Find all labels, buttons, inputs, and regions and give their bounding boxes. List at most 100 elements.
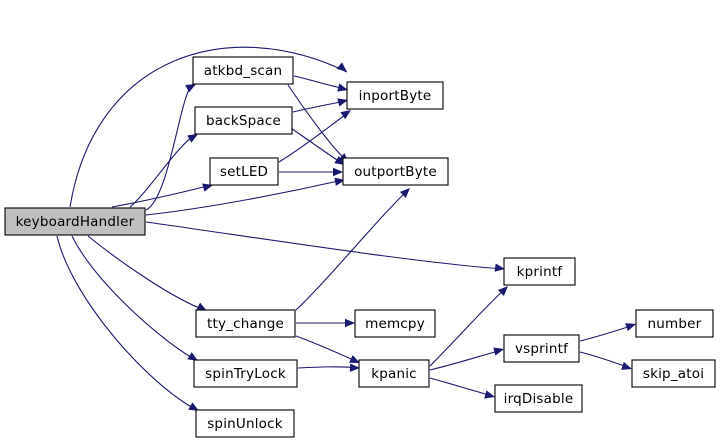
edge-line xyxy=(278,111,350,163)
edge-line xyxy=(56,235,198,411)
node-tty_change[interactable]: tty_change xyxy=(195,309,296,338)
node-irqDisable[interactable]: irqDisable xyxy=(494,384,583,413)
edge-atkbd_scan-to-inportByte xyxy=(293,75,348,92)
node-label: keyboardHandler xyxy=(16,214,135,230)
node-label: kprintf xyxy=(517,264,564,280)
node-setLED[interactable]: setLED xyxy=(209,157,279,186)
nodes-layer: keyboardHandler atkbd_scan backSpace setLED… xyxy=(4,56,716,438)
arrow-head-icon xyxy=(336,62,347,72)
node-box[interactable] xyxy=(342,157,449,186)
node-label: backSpace xyxy=(206,113,281,129)
edge-line xyxy=(295,335,359,363)
arrow-head-icon xyxy=(621,361,632,370)
edge-line xyxy=(579,324,635,342)
arrow-head-icon xyxy=(334,156,345,165)
arrow-head-icon xyxy=(349,363,360,372)
edge-keyboardHandler-to-inportByte xyxy=(69,46,348,208)
node-backSpace[interactable]: backSpace xyxy=(194,106,293,135)
edge-line xyxy=(87,235,206,311)
node-kpanic[interactable]: kpanic xyxy=(358,359,430,388)
edge-backSpace-to-outportByte xyxy=(290,127,345,165)
edge-line xyxy=(297,366,359,369)
edge-vsprintf-to-skip_atoi xyxy=(579,351,632,370)
node-label: setLED xyxy=(220,164,268,180)
node-skip_atoi[interactable]: skip_atoi xyxy=(631,359,716,388)
arrow-head-icon xyxy=(337,83,348,92)
arrow-head-icon xyxy=(494,263,505,272)
edge-line xyxy=(111,184,212,208)
edge-line xyxy=(429,287,507,367)
node-box[interactable] xyxy=(346,81,444,110)
edge-line xyxy=(429,349,503,371)
edge-kpanic-to-kprintf xyxy=(429,286,508,367)
arrow-head-icon xyxy=(497,286,508,297)
arrow-head-icon xyxy=(340,110,351,120)
node-box[interactable] xyxy=(358,359,430,388)
node-box[interactable] xyxy=(635,309,714,338)
node-box[interactable] xyxy=(503,334,580,363)
edge-line xyxy=(295,189,409,311)
node-label: tty_change xyxy=(207,316,284,332)
node-number[interactable]: number xyxy=(635,309,714,338)
node-memcpy[interactable]: memcpy xyxy=(354,309,436,338)
arrow-head-icon xyxy=(345,318,355,328)
node-label: spinTryLock xyxy=(205,366,286,382)
arrow-head-icon xyxy=(185,84,196,93)
node-outportByte[interactable]: outportByte xyxy=(342,157,449,186)
node-label: vsprintf xyxy=(515,341,569,357)
edge-keyboardHandler-to-spinTryLock xyxy=(71,235,198,361)
edge-keyboardHandler-to-setLED xyxy=(111,183,213,208)
arrow-head-icon xyxy=(337,98,348,107)
edge-backSpace-to-inportByte xyxy=(292,98,348,113)
edge-line xyxy=(293,75,347,90)
edge-line xyxy=(292,100,347,113)
node-label: outportByte xyxy=(354,164,437,180)
node-box[interactable] xyxy=(192,56,294,85)
edge-line xyxy=(579,351,631,369)
node-spinTryLock[interactable]: spinTryLock xyxy=(193,359,298,388)
node-box[interactable] xyxy=(631,359,716,388)
arrow-head-icon xyxy=(349,355,360,363)
node-label: number xyxy=(648,316,702,332)
node-spinUnlock[interactable]: spinUnlock xyxy=(195,409,295,438)
edge-line xyxy=(145,221,504,270)
edge-kpanic-to-vsprintf xyxy=(429,347,504,371)
edge-keyboardHandler-to-outportByte xyxy=(145,177,345,216)
node-label: irqDisable xyxy=(504,391,574,407)
node-vsprintf[interactable]: vsprintf xyxy=(503,334,580,363)
arrow-head-icon xyxy=(188,402,199,411)
node-kprintf[interactable]: kprintf xyxy=(503,257,576,286)
edge-setLED-to-outportByte xyxy=(279,167,343,177)
node-box[interactable] xyxy=(354,309,436,338)
arrow-head-icon xyxy=(493,347,504,356)
node-box[interactable] xyxy=(494,384,583,413)
arrow-head-icon xyxy=(187,134,198,143)
edge-keyboardHandler-to-atkbd_scan xyxy=(145,83,196,211)
arrow-head-icon xyxy=(202,183,213,192)
edge-line xyxy=(287,84,348,162)
node-box[interactable] xyxy=(4,207,146,236)
node-inportByte[interactable]: inportByte xyxy=(346,81,444,110)
node-label: memcpy xyxy=(365,316,425,332)
arrow-head-icon xyxy=(399,188,410,198)
edge-tty_change-to-kpanic xyxy=(295,335,360,363)
node-box[interactable] xyxy=(209,157,279,186)
node-atkbd_scan[interactable]: atkbd_scan xyxy=(192,56,294,85)
edge-line xyxy=(145,179,344,216)
arrow-head-icon xyxy=(196,302,207,311)
edge-keyboardHandler-to-spinUnlock xyxy=(56,235,199,411)
edge-setLED-to-inportByte xyxy=(278,110,351,163)
node-box[interactable] xyxy=(503,257,576,286)
node-box[interactable] xyxy=(195,409,295,438)
edge-kpanic-to-irqDisable xyxy=(429,377,495,399)
edge-keyboardHandler-to-kprintf xyxy=(145,221,505,272)
node-keyboardHandler[interactable]: keyboardHandler xyxy=(4,207,146,236)
node-label: spinUnlock xyxy=(207,416,283,432)
node-box[interactable] xyxy=(193,359,298,388)
arrow-head-icon xyxy=(625,323,636,332)
edge-line xyxy=(290,127,344,165)
node-box[interactable] xyxy=(194,106,293,135)
node-box[interactable] xyxy=(195,309,296,338)
